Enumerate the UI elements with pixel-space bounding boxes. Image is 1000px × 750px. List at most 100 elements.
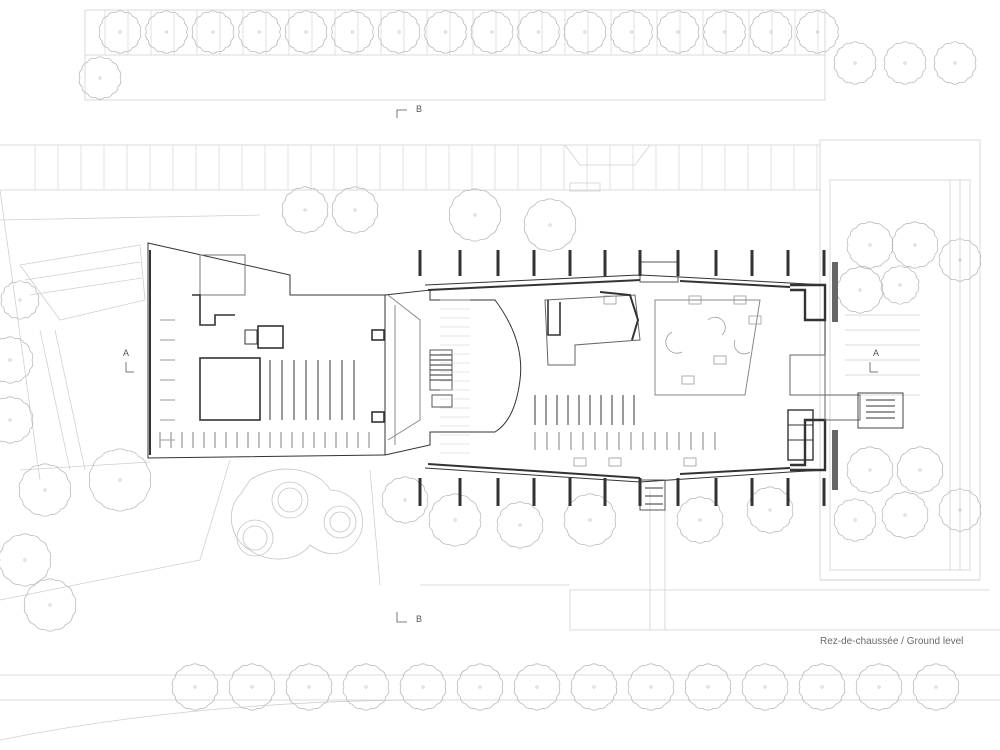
tree	[88, 448, 152, 512]
fin	[638, 250, 642, 276]
tree	[470, 10, 514, 54]
tree	[513, 663, 561, 711]
tree	[676, 496, 724, 544]
fin	[786, 478, 790, 506]
tree	[284, 10, 328, 54]
tree	[0, 336, 34, 384]
table	[748, 315, 762, 325]
fin	[750, 250, 754, 276]
west-wing	[147, 242, 386, 459]
tree	[833, 498, 877, 542]
table	[608, 457, 622, 467]
fin	[750, 478, 754, 506]
table	[683, 457, 697, 467]
section-label-a-right: A	[873, 348, 880, 358]
section-label-b-bottom: B	[416, 614, 423, 624]
tree	[381, 476, 429, 524]
table	[713, 355, 727, 365]
right-parking	[819, 139, 981, 581]
section-label-b-top: B	[416, 104, 423, 114]
fin	[568, 478, 572, 506]
tree	[0, 280, 40, 320]
east-wing	[424, 261, 904, 511]
tree	[938, 238, 982, 282]
tree	[0, 396, 34, 444]
tree	[836, 266, 884, 314]
tree	[171, 663, 219, 711]
tree	[846, 221, 894, 269]
tree	[428, 493, 482, 547]
tree	[684, 663, 732, 711]
tree	[938, 488, 982, 532]
tree	[377, 10, 421, 54]
tree	[896, 446, 944, 494]
fin	[822, 478, 826, 506]
tree	[517, 10, 560, 54]
tree	[563, 10, 607, 54]
table	[603, 295, 617, 305]
tree	[627, 663, 675, 711]
table	[688, 295, 702, 305]
tree	[656, 10, 700, 54]
tree	[796, 10, 839, 54]
tree	[703, 10, 746, 54]
tree	[145, 10, 188, 54]
tree	[891, 221, 939, 269]
tree	[881, 491, 929, 539]
tree	[749, 10, 793, 54]
tree	[0, 533, 52, 587]
fin	[532, 250, 536, 276]
tree	[933, 41, 977, 85]
fin	[496, 250, 500, 276]
tree	[880, 265, 920, 305]
tree	[855, 663, 903, 711]
tree	[23, 578, 77, 632]
section-marker-lines	[125, 109, 878, 623]
fin	[532, 478, 536, 506]
atrium	[384, 289, 522, 456]
tree	[912, 663, 960, 711]
tree	[281, 186, 329, 234]
tree	[98, 10, 142, 54]
section-label-a-left: A	[123, 348, 130, 358]
tree	[342, 663, 390, 711]
lower-site-lines	[0, 469, 1000, 741]
fin	[714, 478, 718, 506]
tree	[456, 663, 504, 711]
tree	[741, 663, 789, 711]
tree	[610, 10, 653, 54]
reading-furniture	[573, 295, 762, 467]
east-wing-shelving	[440, 299, 716, 454]
tree	[78, 56, 122, 100]
tree	[331, 10, 374, 54]
upper-parking-lot	[84, 9, 826, 101]
tree	[570, 663, 618, 711]
west-wing-shelving	[159, 319, 370, 448]
fin	[638, 478, 642, 506]
mid-parking	[0, 144, 820, 192]
tree	[399, 663, 447, 711]
fin	[603, 250, 607, 276]
facade-fins	[418, 250, 826, 506]
fin	[676, 478, 680, 506]
fin	[496, 478, 500, 506]
fin	[418, 478, 422, 506]
tree	[238, 10, 281, 54]
fin	[568, 250, 572, 276]
drawing-caption: Rez-de-chaussée / Ground level	[820, 636, 964, 647]
tree	[833, 41, 877, 85]
site-trees	[0, 186, 982, 632]
tree	[448, 188, 502, 242]
fin	[714, 250, 718, 276]
courtyard-circles	[231, 468, 363, 560]
tree	[798, 663, 846, 711]
tree	[883, 41, 927, 85]
tree	[523, 198, 577, 252]
tree	[496, 501, 544, 549]
tree	[563, 493, 617, 547]
tree	[846, 446, 894, 494]
lower-tree-row	[171, 663, 960, 711]
fin	[786, 250, 790, 276]
fin	[603, 478, 607, 506]
tree	[746, 486, 794, 534]
